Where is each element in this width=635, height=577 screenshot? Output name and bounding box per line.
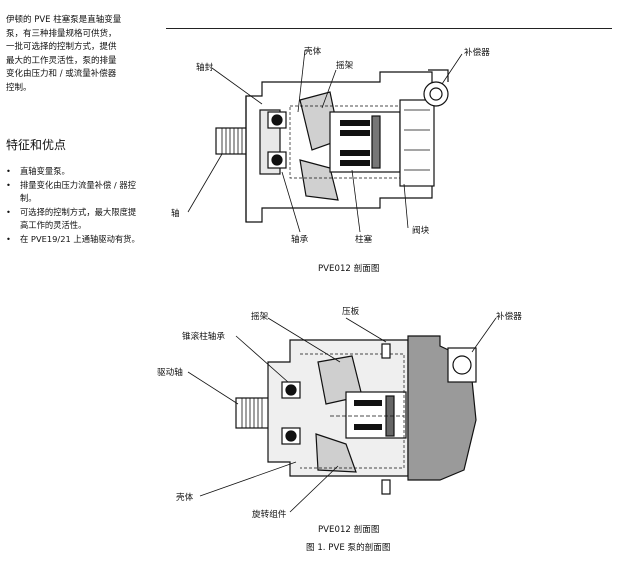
features-heading: 特征和优点 bbox=[6, 138, 67, 152]
pump-cross-section-drawing-1 bbox=[187, 49, 463, 233]
label-shell: 壳体 bbox=[304, 47, 322, 57]
label-piston: 柱塞 bbox=[355, 235, 373, 245]
label-drive-shaft: 驱动轴 bbox=[157, 368, 183, 378]
intro-paragraph: 伊顿的 PVE 柱塞泵是直轴变量 泵，有三种排量规格可供货， 一批可选择的控制方… bbox=[6, 14, 156, 95]
intro-line: 泵，有三种排量规格可供货， bbox=[6, 28, 117, 39]
figure2-caption: PVE012 剖面图 bbox=[318, 525, 380, 535]
feature-item: 排量变化由压力流量补偿 / 器控 制。 bbox=[6, 179, 168, 206]
feature-line: 在 PVE19/21 上通轴驱动有货。 bbox=[20, 233, 140, 244]
intro-line: 控制。 bbox=[6, 82, 32, 93]
label-compensator: 补偿器 bbox=[464, 48, 490, 58]
label-shaft-seal: 轴封 bbox=[196, 63, 214, 73]
label-rotating-group: 旋转组件 bbox=[252, 510, 287, 520]
pump-cross-section-drawing-2 bbox=[187, 317, 497, 513]
intro-line: 最大的工作灵活性，泵的排量 bbox=[6, 55, 117, 66]
label-swashplate: 摇架 bbox=[251, 312, 269, 322]
label-compensator: 补偿器 bbox=[496, 312, 522, 322]
intro-line: 变化由压力和 / 或流量补偿器 bbox=[6, 69, 117, 79]
label-pressure-plate: 压板 bbox=[342, 307, 360, 317]
feature-line: 直轴变量泵。 bbox=[20, 166, 70, 176]
label-shaft: 轴 bbox=[171, 209, 180, 219]
features-list: 直轴变量泵。 排量变化由压力流量补偿 / 器控 制。 可选择的控制方式，最大限度… bbox=[6, 165, 168, 246]
feature-line: 高工作的灵活性。 bbox=[20, 220, 87, 230]
feature-line: 可选择的控制方式，最大限度提 bbox=[20, 206, 137, 217]
feature-item: 在 PVE19/21 上通轴驱动有货。 bbox=[6, 233, 168, 247]
label-shell: 壳体 bbox=[176, 493, 194, 503]
label-taper-bearing: 锥滚柱轴承 bbox=[182, 332, 225, 342]
feature-item: 直轴变量泵。 bbox=[6, 165, 168, 179]
figure-caption: 图 1. PVE 泵的剖面图 bbox=[306, 543, 391, 553]
label-swashplate: 摇架 bbox=[336, 61, 354, 71]
figure1-caption: PVE012 剖面图 bbox=[318, 264, 380, 274]
header-divider bbox=[166, 28, 612, 29]
feature-item: 可选择的控制方式，最大限度提 高工作的灵活性。 bbox=[6, 206, 168, 233]
intro-line: 伊顿的 PVE 柱塞泵是直轴变量 bbox=[6, 15, 122, 25]
feature-line: 制。 bbox=[20, 193, 37, 203]
feature-line: 排量变化由压力流量补偿 / 器控 bbox=[20, 179, 136, 190]
intro-line: 一批可选择的控制方式，提供 bbox=[6, 42, 117, 52]
label-valve-block: 阀块 bbox=[412, 226, 430, 236]
label-bearing: 轴承 bbox=[291, 235, 309, 245]
